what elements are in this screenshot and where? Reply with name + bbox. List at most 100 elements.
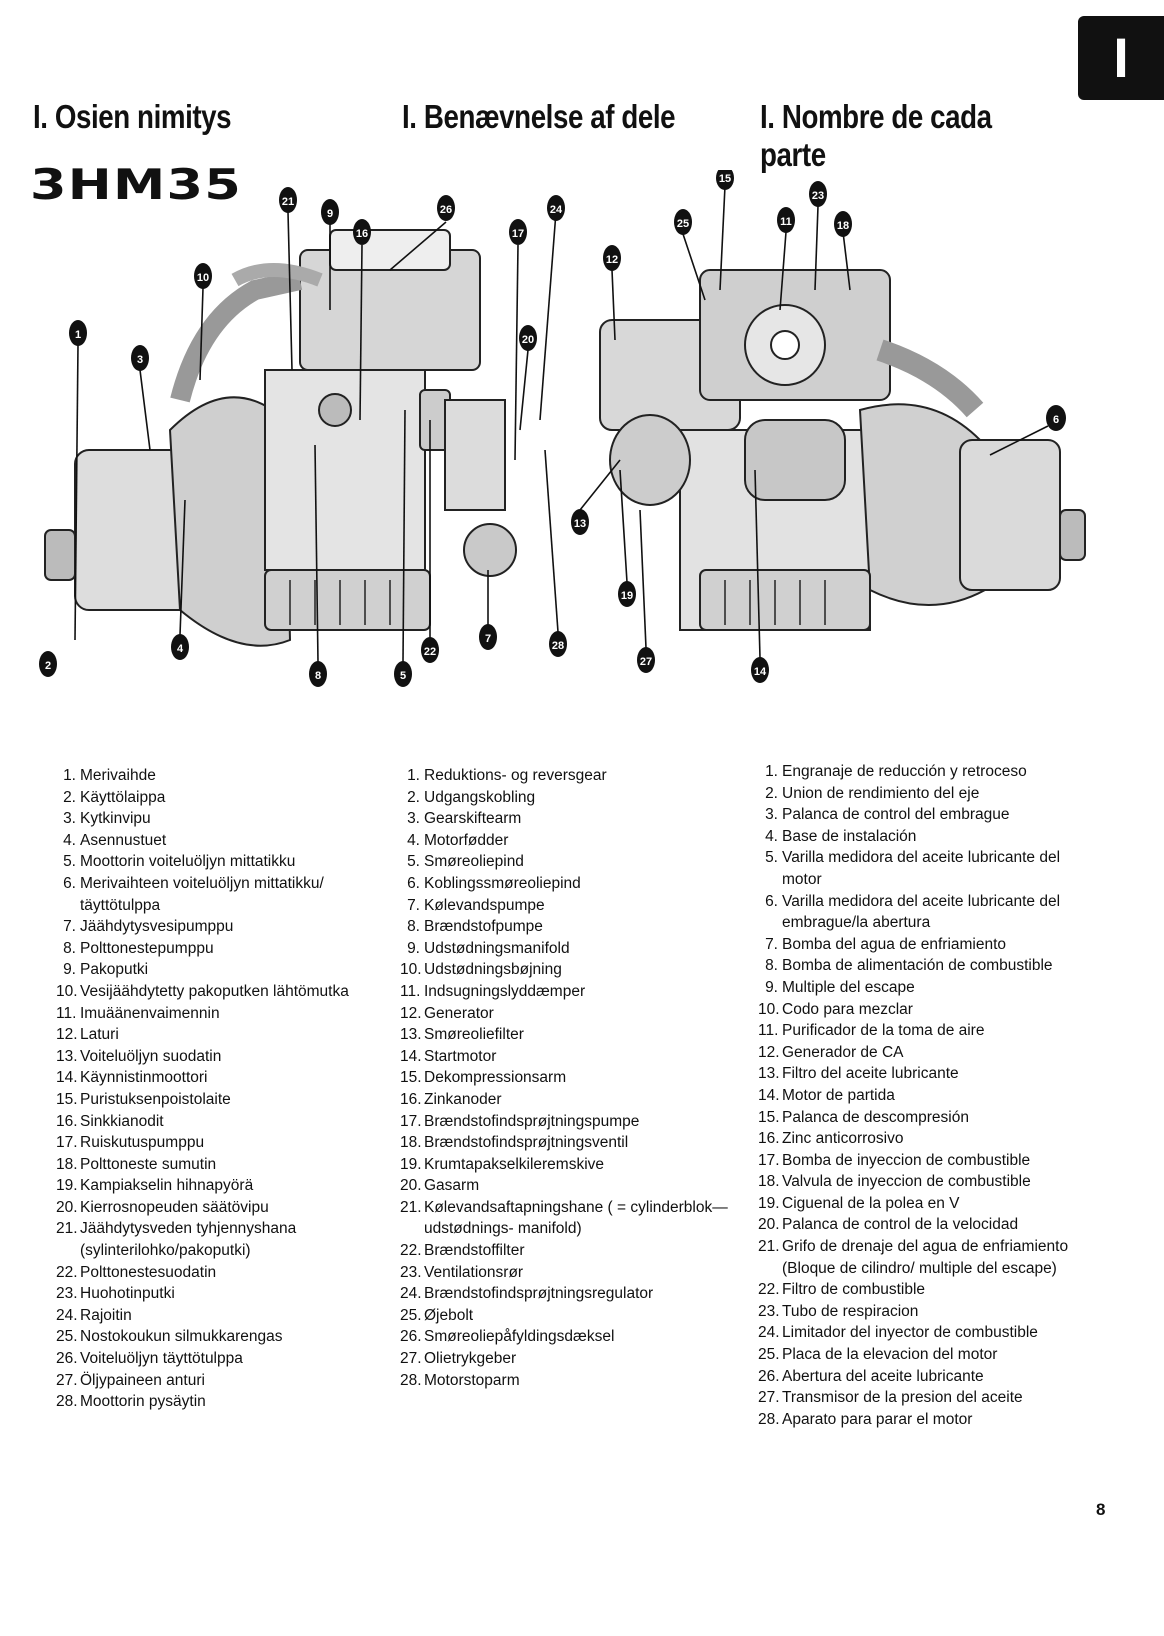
item-text: Rajoitin (80, 1306, 132, 1324)
list-item: 17.Brændstofindsprøjtningspumpe (400, 1111, 730, 1133)
item-number: 10. (56, 982, 78, 1000)
list-item: 21.Kølevandsaftapningshane ( = cylinderb… (400, 1197, 730, 1240)
item-number: 16. (56, 1112, 78, 1130)
item-number: 8. (407, 918, 420, 936)
callout-4: 4 (171, 634, 189, 660)
item-number: 20. (758, 1216, 780, 1234)
item-number: 2. (407, 788, 420, 806)
item-number: 21. (400, 1198, 422, 1216)
callout-badges: 21 9 16 26 24 17 15 23 11 18 25 12 10 1 … (39, 170, 1066, 687)
item-text: Voiteluöljyn suodatin (80, 1047, 222, 1065)
item-text: Vesijäähdytetty pakoputken lähtömutka (80, 982, 349, 1000)
item-text: Gearskiftearm (424, 810, 522, 828)
item-text: Transmisor de la presion del aceite (782, 1389, 1023, 1407)
item-number: 3. (765, 806, 778, 824)
list-item: 25.Placa de la elevacion del motor (758, 1344, 1088, 1366)
list-item: 24.Rajoitin (56, 1305, 386, 1327)
item-text: Polttonestesuodatin (80, 1263, 217, 1281)
svg-text:20: 20 (522, 334, 534, 346)
item-number: 14. (758, 1086, 780, 1104)
item-text: Grifo de drenaje del agua de enfriamient… (782, 1238, 1069, 1277)
item-text: Smøreoliefilter (424, 1026, 524, 1044)
item-text: Nostokoukun silmukkarengas (80, 1328, 283, 1346)
callout-18: 18 (834, 211, 852, 237)
callout-22: 22 (421, 637, 439, 663)
item-number: 25. (758, 1346, 780, 1364)
item-text: Filtro de combustible (782, 1281, 926, 1299)
item-number: 13. (400, 1026, 422, 1044)
item-text: Olietrykgeber (424, 1350, 517, 1368)
svg-text:24: 24 (550, 204, 563, 216)
item-number: 15. (400, 1069, 422, 1087)
item-text: Øjebolt (424, 1306, 474, 1324)
svg-text:11: 11 (780, 216, 792, 228)
svg-text:13: 13 (574, 518, 586, 530)
heading-spanish: I. Nombre de cada parte (760, 98, 992, 173)
item-text: Udgangskobling (424, 788, 536, 806)
callout-28: 28 (549, 631, 567, 657)
item-text: Varilla medidora del aceite lubricante d… (782, 849, 1061, 888)
engine-right-view (599, 269, 1086, 631)
item-number: 12. (56, 1026, 78, 1044)
item-text: Laturi (80, 1026, 119, 1044)
item-number: 27. (400, 1350, 422, 1368)
list-item: 7.Jäähdytysvesipumppu (56, 916, 386, 938)
item-number: 5. (407, 853, 420, 871)
list-item: 9.Multiple del escape (758, 977, 1088, 999)
list-item: 9.Pakoputki (56, 959, 386, 981)
svg-text:4: 4 (177, 643, 184, 655)
list-item: 7.Kølevandspumpe (400, 895, 730, 917)
item-number: 26. (56, 1350, 78, 1368)
list-item: 24.Limitador del inyector de combustible (758, 1322, 1088, 1344)
callout-24: 24 (547, 195, 565, 221)
item-number: 21. (56, 1220, 78, 1238)
list-item: 6.Koblingssmøreoliepind (400, 873, 730, 895)
item-text: Ruiskutuspumppu (80, 1134, 205, 1152)
item-text: Käyttölaippa (80, 788, 166, 806)
item-number: 16. (758, 1130, 780, 1148)
list-item: 16.Sinkkianodit (56, 1111, 386, 1133)
callout-20: 20 (519, 325, 537, 351)
list-item: 9.Udstødningsmanifold (400, 938, 730, 960)
list-item: 5.Moottorin voiteluöljyn mittatikku (56, 851, 386, 873)
item-text: Dekompressionsarm (424, 1069, 567, 1087)
item-text: Zinkanoder (424, 1090, 502, 1108)
list-item: 4.Asennustuet (56, 830, 386, 852)
list-item: 8.Polttonestepumppu (56, 938, 386, 960)
list-item: 17.Bomba de inyeccion de combustible (758, 1150, 1088, 1172)
item-text: Aparato para parar el motor (782, 1410, 973, 1428)
item-text: Base de instalación (782, 827, 917, 845)
callout-10: 10 (194, 263, 212, 289)
list-item: 2.Käyttölaippa (56, 787, 386, 809)
item-number: 23. (758, 1302, 780, 1320)
list-item: 12.Laturi (56, 1024, 386, 1046)
callout-16: 16 (353, 219, 371, 245)
list-item: 21.Jäähdytysveden tyhjennyshana (sylinte… (56, 1218, 386, 1261)
list-item: 27.Olietrykgeber (400, 1348, 730, 1370)
callout-6: 6 (1046, 405, 1066, 431)
item-text: Asennustuet (80, 831, 167, 849)
item-number: 4. (407, 831, 420, 849)
callout-17: 17 (509, 219, 527, 245)
list-item: 3.Kytkinvipu (56, 808, 386, 830)
item-text: Motor de partida (782, 1086, 895, 1104)
list-item: 4.Base de instalación (758, 826, 1088, 848)
item-number: 24. (56, 1306, 78, 1324)
item-number: 6. (765, 892, 778, 910)
item-number: 8. (63, 939, 76, 957)
callout-21: 21 (279, 187, 297, 213)
leader-lines (74, 185, 1049, 663)
list-item: 10.Udstødningsbøjning (400, 959, 730, 981)
list-item: 13.Filtro del aceite lubricante (758, 1063, 1088, 1085)
item-text: Kytkinvipu (80, 810, 151, 828)
callout-26: 26 (437, 195, 455, 221)
item-text: Smøreoliepind (424, 853, 524, 871)
item-text: Union de rendimiento del eje (782, 784, 980, 802)
item-text: Koblingssmøreoliepind (424, 874, 581, 892)
callout-8: 8 (309, 661, 327, 687)
item-number: 20. (400, 1177, 422, 1195)
item-text: Imuäänenvaimennin (80, 1004, 220, 1022)
item-text: Varilla medidora del aceite lubricante d… (782, 892, 1061, 932)
list-item: 6.Varilla medidora del aceite lubricante… (758, 891, 1088, 934)
svg-text:12: 12 (606, 254, 618, 266)
